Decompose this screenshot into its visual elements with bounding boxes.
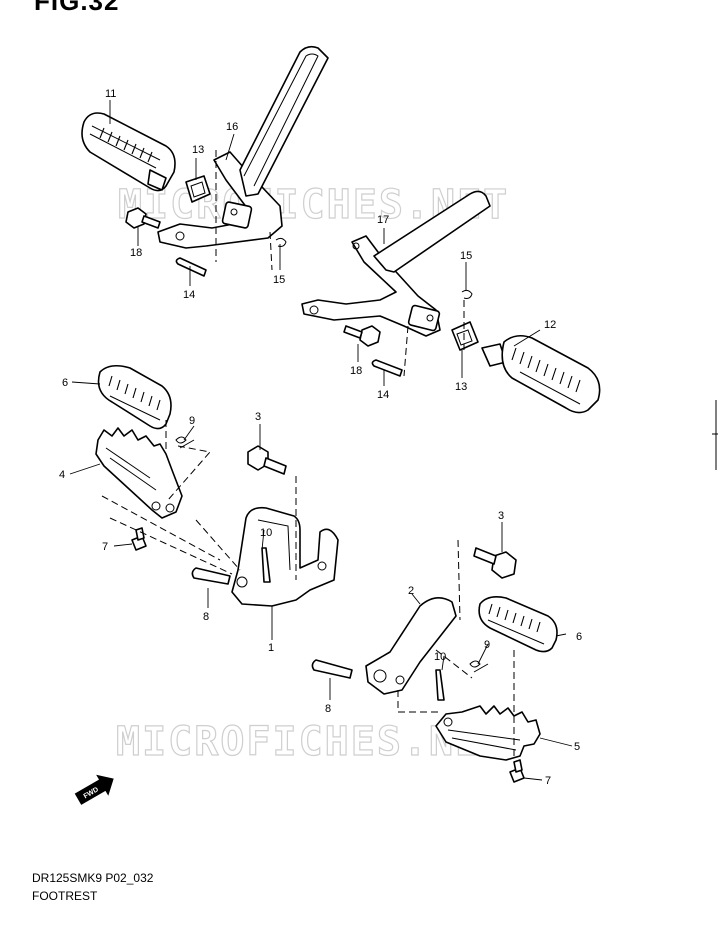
clip-15-right [461, 289, 473, 299]
damper-13-right [451, 321, 479, 351]
pin-8-right [311, 659, 353, 679]
pin-10-right [435, 669, 445, 701]
footpeg-4 [95, 427, 183, 519]
callout-17: 17 [377, 214, 389, 226]
footpeg-bracket-2 [365, 597, 457, 695]
pin-10-left [261, 547, 271, 583]
footpeg-bracket-17 [301, 190, 491, 337]
callout-4: 4 [59, 469, 65, 481]
bolt-18-right [343, 325, 381, 347]
footpeg-rubber-6-left [97, 364, 172, 430]
callout-13-right: 13 [455, 381, 467, 393]
callout-14-top: 14 [183, 289, 195, 301]
callout-7-left: 7 [102, 541, 108, 553]
callout-12: 12 [544, 319, 556, 331]
callout-13-top: 13 [192, 144, 204, 156]
callout-9-right: 9 [484, 639, 490, 651]
bolt-7-left [131, 527, 147, 551]
bolt-3-left [247, 445, 287, 475]
assembly-lines [101, 150, 515, 760]
fwd-arrow-icon: FWD [74, 774, 114, 805]
leader-lines [69, 100, 573, 781]
footpeg-rubber-6-right [478, 596, 558, 653]
callout-14-right: 14 [377, 389, 389, 401]
callout-10-left: 10 [260, 527, 272, 539]
figure-caption: FOOTREST [32, 889, 98, 903]
footpeg-rubber-11 [81, 112, 176, 192]
callout-1: 1 [268, 642, 274, 654]
callout-7-right: 7 [545, 775, 551, 787]
clip-15-top [275, 237, 287, 247]
footpeg-bracket-16 [157, 45, 329, 249]
callout-6-left: 6 [62, 377, 68, 389]
callout-5: 5 [574, 741, 580, 753]
figure-code: DR125SMK9 P02_032 [32, 871, 154, 885]
callout-2: 2 [408, 585, 414, 597]
pin-8-left [191, 567, 231, 585]
callout-10-right: 10 [434, 651, 446, 663]
figure-title: FIG.32 [34, 0, 120, 16]
scan-edge-mark [712, 400, 718, 470]
damper-13 [185, 175, 211, 203]
bolt-18-top [125, 207, 161, 229]
footpeg-rubber-12 [481, 334, 601, 414]
callout-9-left: 9 [189, 415, 195, 427]
callout-6-right: 6 [576, 631, 582, 643]
footpeg-bracket-1 [231, 506, 339, 607]
bolt-7-right [509, 759, 525, 783]
callout-11: 11 [105, 88, 116, 100]
callout-18-right: 18 [350, 365, 362, 377]
callout-18-top: 18 [130, 247, 142, 259]
callout-15-right: 15 [460, 250, 472, 262]
callout-15-top: 15 [273, 274, 285, 286]
callout-3-right: 3 [498, 510, 504, 522]
callout-8-right: 8 [325, 703, 331, 715]
spring-9-right [469, 660, 489, 673]
callout-3-left: 3 [255, 411, 261, 423]
pin-14-top [175, 257, 207, 277]
pin-14-right [371, 359, 403, 377]
bolt-3-right [473, 547, 517, 579]
callout-8-left: 8 [203, 611, 209, 623]
callout-16: 16 [226, 121, 238, 133]
